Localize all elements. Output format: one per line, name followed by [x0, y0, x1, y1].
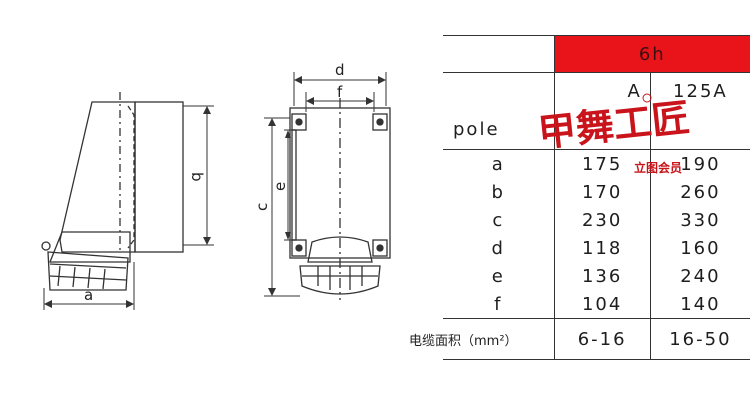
pole-value-2: [649, 109, 750, 150]
cable-area-value-2: 16-50: [649, 318, 750, 360]
cable-area-row: 电缆面积（mm²） 6-16 16-50: [409, 318, 750, 360]
row-value-1: 118: [553, 234, 651, 262]
amp-value-2: 125A: [649, 72, 750, 109]
dim-label-b: b: [188, 172, 206, 182]
header-6h: 6h: [553, 35, 750, 73]
spec-table: 6h A 125A pole a 175 190 b 170 260 c 230…: [409, 35, 750, 360]
table-row: a 175 190: [443, 149, 750, 178]
table-row: b 170 260: [443, 178, 750, 206]
dim-label-f: f: [337, 83, 343, 101]
table-row: d 118 160: [443, 234, 750, 262]
dim-label-d: d: [335, 61, 345, 79]
dim-label-c: c: [253, 203, 271, 211]
table-row: f 104 140: [443, 290, 750, 319]
row-value-1: 175: [553, 149, 651, 178]
dim-label-a: a: [84, 286, 93, 304]
pole-label: pole: [453, 118, 500, 140]
table-row: c 230 330: [443, 206, 750, 234]
row-label: f: [494, 293, 503, 315]
row-label: d: [491, 237, 505, 259]
front-view-drawing: [264, 72, 391, 300]
row-value-2: 240: [649, 262, 750, 290]
cable-area-label: 电缆面积（mm²）: [409, 333, 518, 349]
table-header-row: 6h: [443, 35, 750, 73]
header-empty-cell: [443, 35, 555, 73]
amp-empty-cell: [443, 72, 555, 109]
row-value-2: 160: [649, 234, 750, 262]
amp-value-1: A: [553, 72, 651, 109]
row-label: b: [491, 181, 505, 203]
row-value-1: 104: [553, 290, 651, 319]
row-value-2: 140: [649, 290, 750, 319]
dim-label-e: e: [271, 182, 289, 191]
pole-row: pole: [443, 109, 750, 150]
row-value-1: 170: [553, 178, 651, 206]
cable-area-label-cell: 电缆面积（mm²）: [409, 318, 555, 360]
pole-value-1: [553, 109, 651, 150]
amp-row: A 125A: [443, 72, 750, 109]
row-label: e: [491, 265, 505, 287]
table-row: e 136 240: [443, 262, 750, 290]
row-value-1: 230: [553, 206, 651, 234]
row-label: a: [443, 149, 555, 178]
row-value-2: 260: [649, 178, 750, 206]
row-value-1: 136: [553, 262, 651, 290]
row-label: c: [492, 209, 505, 231]
technical-drawings: b a d f c: [41, 61, 391, 310]
row-value-2: 330: [649, 206, 750, 234]
cable-area-value-1: 6-16: [553, 318, 651, 360]
side-view-drawing: [41, 92, 214, 310]
row-value-2: 190: [649, 149, 750, 178]
